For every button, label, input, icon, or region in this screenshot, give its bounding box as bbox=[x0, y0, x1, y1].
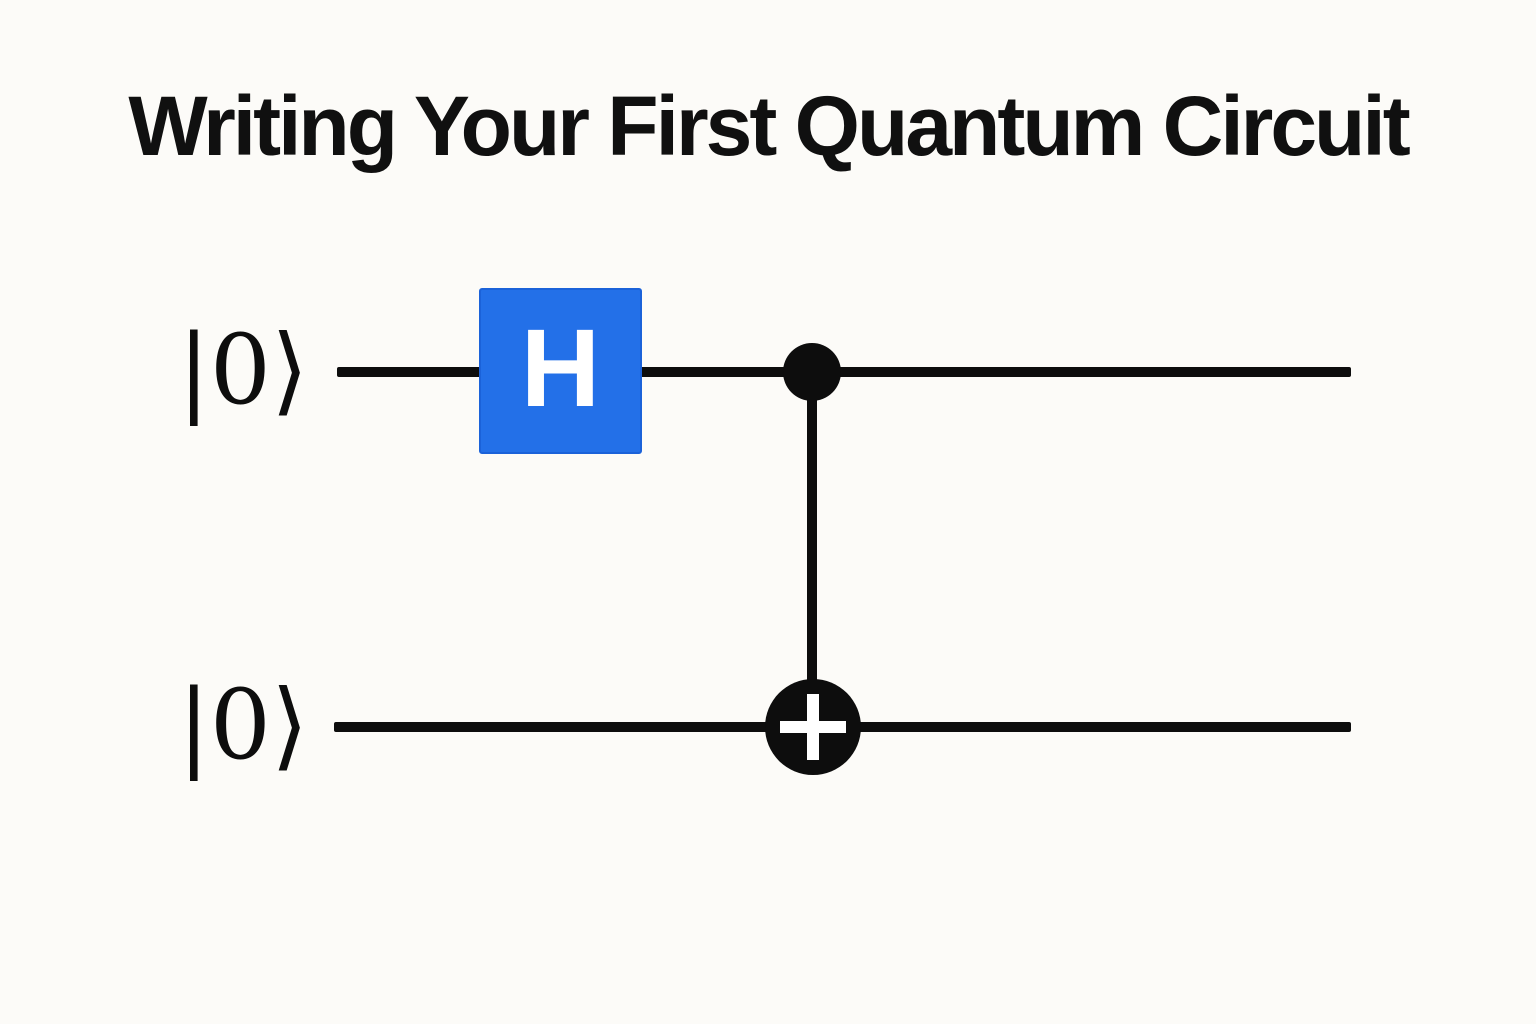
hadamard-gate: H bbox=[479, 288, 642, 454]
cnot-target-icon bbox=[765, 679, 861, 775]
qubit0-wire bbox=[337, 367, 1351, 377]
page-title: Writing Your First Quantum Circuit bbox=[128, 79, 1410, 173]
hadamard-gate-symbol: H bbox=[520, 307, 601, 430]
plus-vertical-bar bbox=[807, 694, 819, 760]
cnot-connector-line bbox=[807, 372, 817, 727]
qubit0-ket-label: |0⟩ bbox=[177, 314, 309, 426]
cnot-control-dot bbox=[783, 343, 841, 401]
qubit1-ket-label: |0⟩ bbox=[177, 669, 309, 781]
